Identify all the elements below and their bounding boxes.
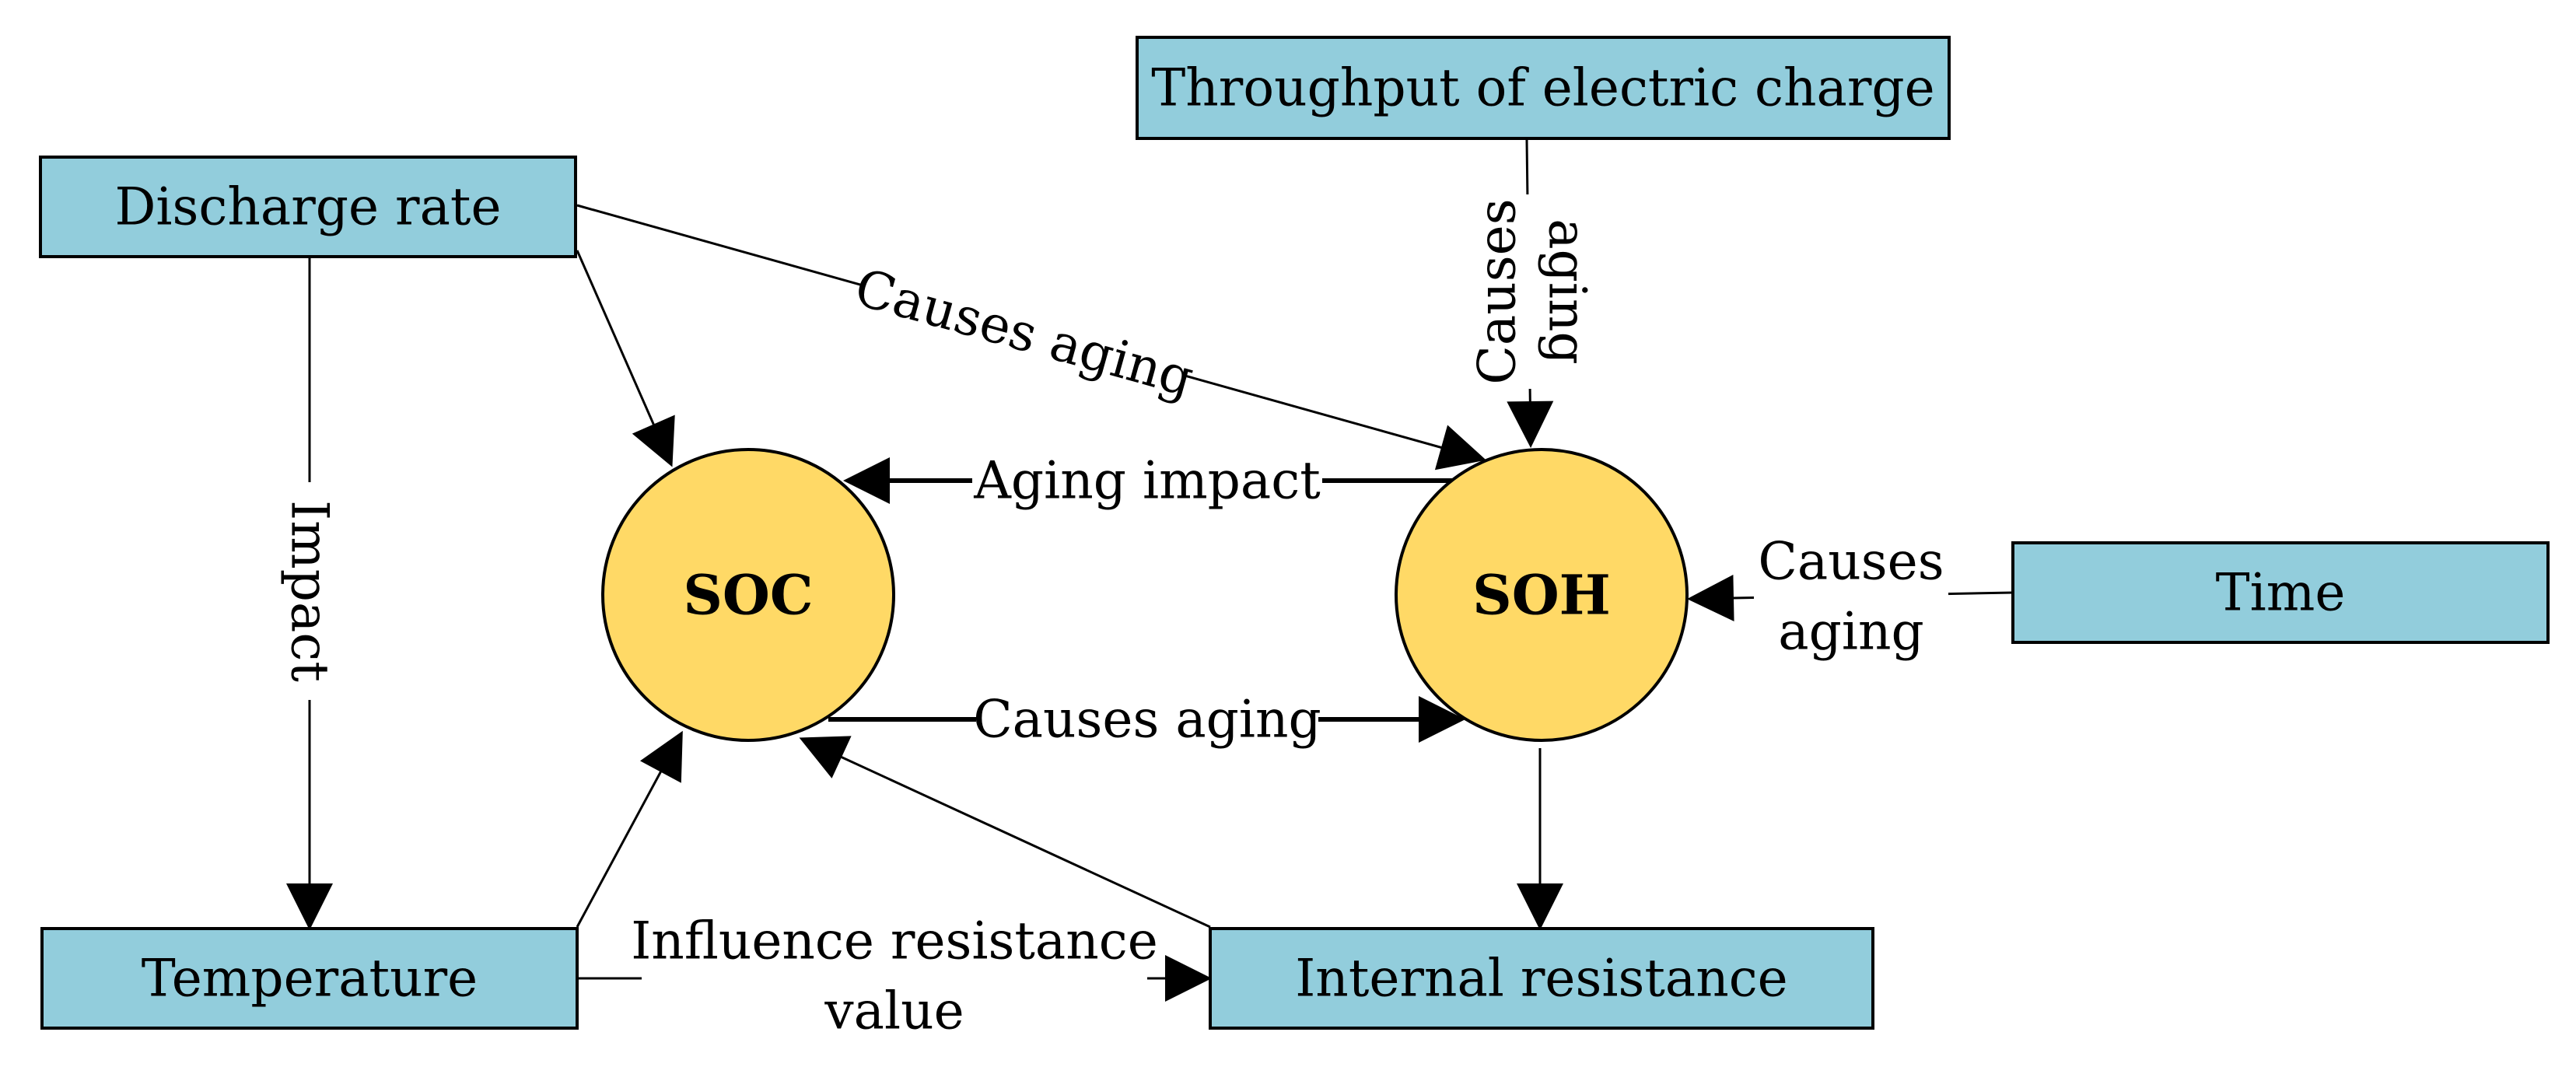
node-throughput: Throughput of electric charge — [1136, 36, 1951, 140]
node-throughput-label: Throughput of electric charge — [1151, 58, 1934, 118]
label-discharge-to-soh: Causes aging — [849, 257, 1200, 409]
node-discharge-rate-label: Discharge rate — [114, 177, 501, 237]
label-time-to-soh-line2: aging — [1778, 602, 1923, 662]
label-temperature-to-resistance-line2: value — [824, 981, 964, 1041]
label-soc-to-soh: Causes aging — [973, 690, 1321, 750]
node-time: Time — [2011, 541, 2550, 644]
node-soh: SOH — [1395, 448, 1689, 742]
label-soh-to-soc: Aging impact — [973, 451, 1321, 511]
node-soc: SOC — [601, 448, 895, 742]
label-throughput-to-soh-line2: aging — [1538, 219, 1598, 364]
node-internal-resistance-label: Internal resistance — [1295, 949, 1788, 1009]
node-soc-label: SOC — [683, 563, 813, 628]
node-internal-resistance: Internal resistance — [1209, 927, 1874, 1030]
label-temperature-to-resistance-line1: Influence resistance — [631, 911, 1158, 971]
edge-discharge-to-soc — [576, 250, 675, 467]
label-discharge-to-temperature: Impact — [280, 500, 340, 682]
node-discharge-rate: Discharge rate — [39, 156, 577, 258]
label-time-to-soh-line1: Causes — [1758, 532, 1944, 592]
node-temperature: Temperature — [40, 927, 579, 1030]
node-time-label: Time — [2216, 563, 2346, 623]
node-temperature-label: Temperature — [142, 949, 478, 1009]
node-soh-label: SOH — [1472, 563, 1611, 628]
edge-temperature-to-soc — [576, 730, 683, 928]
label-throughput-to-soh-line1: Causes — [1468, 198, 1528, 384]
edge-resistance-to-soc — [799, 736, 1211, 929]
